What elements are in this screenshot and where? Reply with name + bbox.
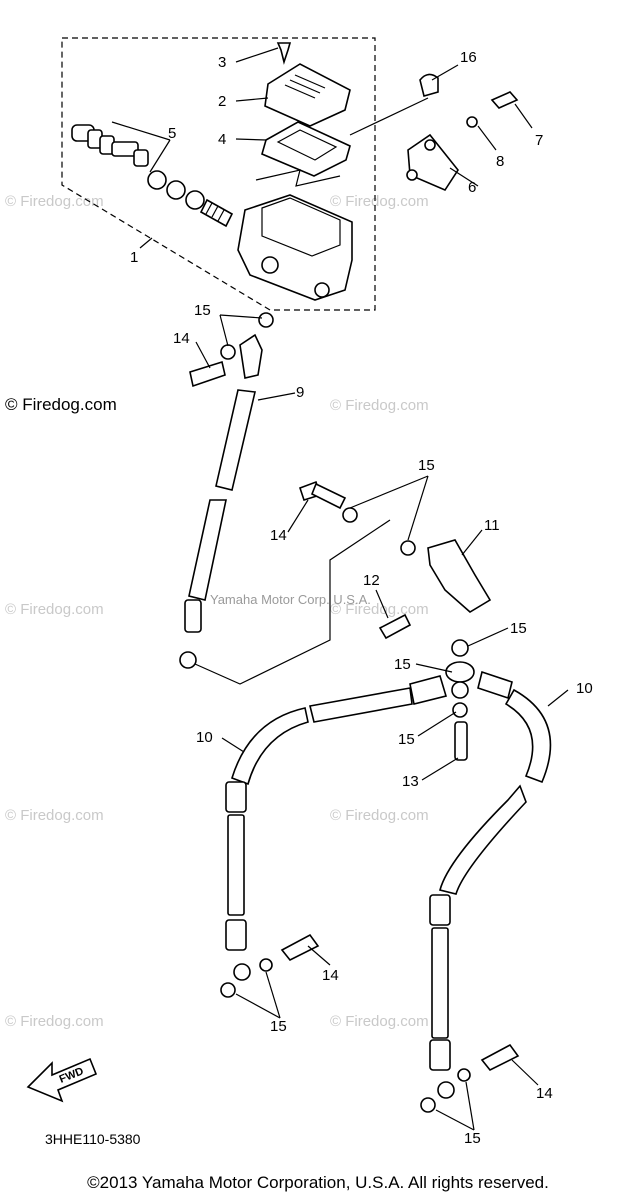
diaphragm-inner xyxy=(276,129,338,161)
callout-15: 15 xyxy=(464,1130,481,1147)
watermark-middle: Yamaha Motor Corp. U.S.A. xyxy=(210,592,371,607)
callout-5: 5 xyxy=(168,125,176,142)
dust-boot xyxy=(419,73,439,97)
callout-11: 11 xyxy=(484,517,500,534)
joint-assembly xyxy=(298,480,492,761)
callout-15: 15 xyxy=(510,620,527,637)
watermark: © Firedog.com xyxy=(5,807,104,824)
callout-10: 10 xyxy=(576,680,593,697)
fwd-arrow-icon: FWD xyxy=(26,1057,98,1103)
bore xyxy=(261,256,279,274)
callout-7: 7 xyxy=(535,132,543,149)
watermark-group: © Firedog.com © Firedog.com © Firedog.co… xyxy=(5,193,429,1030)
master-cylinder-body xyxy=(237,194,353,301)
callout-4: 4 xyxy=(218,131,226,148)
bracket-washer xyxy=(466,116,478,128)
reservoir-opening xyxy=(261,197,341,257)
callout-3: 3 xyxy=(218,54,226,71)
callout-15: 15 xyxy=(394,656,411,673)
joint-bolt xyxy=(378,613,412,640)
callout-15: 15 xyxy=(418,457,435,474)
diagram-code: 3HHE110-5380 xyxy=(45,1131,141,1147)
callout-10: 10 xyxy=(196,729,213,746)
watermark: © Firedog.com xyxy=(5,1013,104,1030)
watermark: © Firedog.com xyxy=(5,601,104,618)
callout-15: 15 xyxy=(398,731,415,748)
watermark-dark: © Firedog.com xyxy=(5,395,117,414)
callout-14: 14 xyxy=(270,527,287,544)
bracket-bolt xyxy=(490,91,519,109)
master-cylinder-assembly xyxy=(61,37,519,311)
copyright-line: ©2013 Yamaha Motor Corporation, U.S.A. A… xyxy=(87,1173,549,1192)
leader-lines xyxy=(111,47,569,1131)
callout-1: 1 xyxy=(130,249,138,266)
watermark: © Firedog.com xyxy=(330,193,429,210)
brake-hose-joint xyxy=(427,539,492,613)
callout-14: 14 xyxy=(322,967,339,984)
watermark: © Firedog.com xyxy=(330,807,429,824)
callouts: 3 2 4 5 1 16 7 8 6 15 14 9 15 14 11 12 1… xyxy=(130,49,593,1147)
callout-13: 13 xyxy=(402,773,419,790)
assembly-boundary xyxy=(61,37,376,311)
watermark: © Firedog.com xyxy=(330,397,429,414)
diaphragm xyxy=(261,121,351,177)
reservoir-cap-ribs xyxy=(284,74,326,99)
piston-kit xyxy=(71,124,234,228)
watermark: © Firedog.com xyxy=(5,193,104,210)
leader-zigzag xyxy=(255,169,341,187)
watermark: © Firedog.com xyxy=(330,1013,429,1030)
callout-14: 14 xyxy=(536,1085,553,1102)
union-bolt xyxy=(454,721,468,761)
banjo-bolt xyxy=(189,360,226,388)
callout-8: 8 xyxy=(496,153,504,170)
banjo-port xyxy=(314,282,330,298)
callout-14: 14 xyxy=(173,330,190,347)
callout-9: 9 xyxy=(296,384,304,401)
callout-2: 2 xyxy=(218,93,226,110)
callout-12: 12 xyxy=(363,572,380,589)
lower-brake-hoses xyxy=(220,670,552,1113)
callout-15: 15 xyxy=(194,302,211,319)
watermark: © Firedog.com xyxy=(330,601,429,618)
callout-15: 15 xyxy=(270,1018,287,1035)
callout-16: 16 xyxy=(460,49,477,66)
banjo-bolt xyxy=(310,482,347,510)
upper-brake-hose xyxy=(179,312,391,685)
cap-screw xyxy=(276,42,292,65)
callout-6: 6 xyxy=(468,179,476,196)
